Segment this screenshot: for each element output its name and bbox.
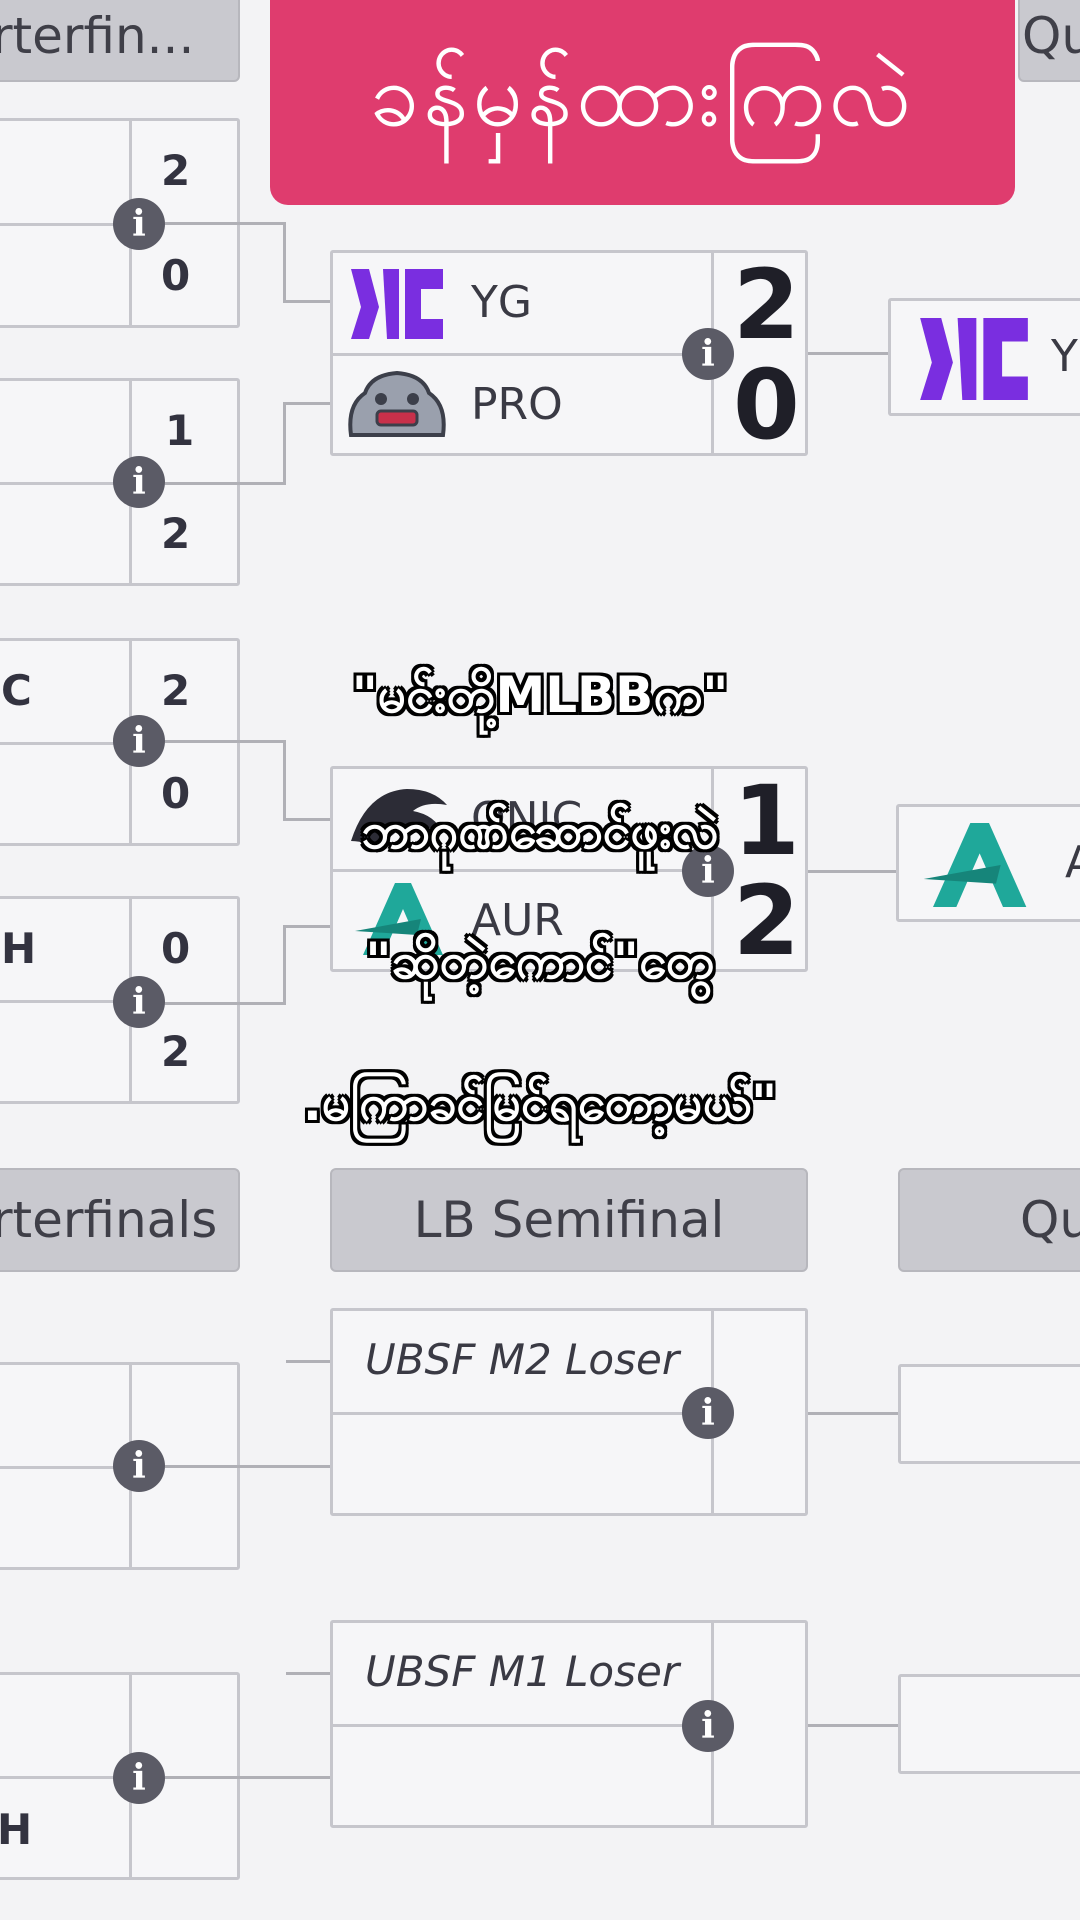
info-icon[interactable]: i bbox=[113, 1752, 165, 1804]
semifinal-2-team-a: ONIC bbox=[471, 793, 583, 844]
quarterfinal-header-left: rterfin... bbox=[0, 0, 240, 82]
semifinal-2-team-b: AUR bbox=[471, 895, 564, 946]
onic-logo-icon bbox=[351, 789, 447, 853]
semifinal-match-1[interactable]: YG PRO 2 0 bbox=[330, 250, 808, 456]
caption-line-1: "မင်းတို့MLBBက" bbox=[351, 666, 729, 724]
right-match-2[interactable]: A bbox=[896, 804, 1080, 922]
semifinal-1-team-a: YG bbox=[471, 277, 532, 328]
left-match-4-score-b: 2 bbox=[161, 1027, 191, 1076]
yg-logo-icon bbox=[920, 318, 1028, 400]
semifinal-2-score-b: 2 bbox=[733, 865, 800, 977]
lb-semifinal-match-1[interactable]: UBSF M2 Loser bbox=[330, 1308, 808, 1516]
info-icon[interactable]: i bbox=[682, 1387, 734, 1439]
caption-line-3: "ဆိုတဲ့ကောင်"တွေ bbox=[365, 932, 715, 990]
yg-logo-icon bbox=[351, 269, 443, 339]
left-match-2-score-a: 1 bbox=[165, 406, 195, 455]
semifinal-1-score-b: 0 bbox=[733, 349, 800, 461]
caption-line-4: .မကြာခင်မြင်ရတော့မယ်" bbox=[302, 1074, 778, 1132]
left-match-4-team-a: H bbox=[1, 924, 37, 973]
quarterfinals-header: rterfinals bbox=[0, 1168, 240, 1272]
left-match-1-score-b: 0 bbox=[161, 251, 191, 300]
semifinal-2-score-a: 1 bbox=[733, 765, 800, 877]
left-match-4-score-a: 0 bbox=[161, 924, 191, 973]
quarterfinal-header-right: Qu bbox=[1018, 0, 1080, 82]
left-lower-match-2-team-b: H bbox=[0, 1805, 33, 1854]
caption-line-2: ဘာဂုဏ်ဆောင်ဖူးလဲ bbox=[361, 802, 719, 860]
info-icon[interactable]: i bbox=[682, 328, 734, 380]
right-match-1[interactable]: Y bbox=[888, 298, 1080, 416]
aur-logo-icon bbox=[923, 823, 1027, 907]
info-icon[interactable]: i bbox=[113, 1440, 165, 1492]
pro-logo-icon bbox=[348, 370, 446, 437]
question-banner: ခန်မှန်ထားကြလဲ bbox=[270, 0, 1015, 205]
info-icon[interactable]: i bbox=[113, 715, 165, 767]
lb-semifinal-2-placeholder: UBSF M1 Loser bbox=[365, 1647, 680, 1696]
aur-logo-icon bbox=[355, 883, 443, 955]
quarterfinal-header-right-lower: Qu bbox=[898, 1168, 1080, 1272]
right-lower-match-1[interactable] bbox=[898, 1364, 1080, 1464]
right-match-1-team: Y bbox=[1051, 331, 1078, 382]
left-match-1-score-a: 2 bbox=[161, 146, 191, 195]
left-match-3-team-a: C bbox=[1, 666, 32, 715]
info-icon[interactable]: i bbox=[113, 976, 165, 1028]
lb-semifinal-match-2[interactable]: UBSF M1 Loser bbox=[330, 1620, 808, 1828]
left-match-3-score-a: 2 bbox=[161, 666, 191, 715]
info-icon[interactable]: i bbox=[113, 198, 165, 250]
left-match-2-score-b: 2 bbox=[161, 509, 191, 558]
info-icon[interactable]: i bbox=[682, 1700, 734, 1752]
lb-semifinal-header: LB Semifinal bbox=[330, 1168, 808, 1272]
right-lower-match-2[interactable] bbox=[898, 1674, 1080, 1774]
left-match-3-score-b: 0 bbox=[161, 769, 191, 818]
semifinal-1-team-b: PRO bbox=[471, 379, 563, 430]
right-match-2-team: A bbox=[1065, 837, 1080, 888]
semifinal-1-score-a: 2 bbox=[733, 249, 800, 361]
info-icon[interactable]: i bbox=[113, 456, 165, 508]
lb-semifinal-1-placeholder: UBSF M2 Loser bbox=[365, 1335, 680, 1384]
info-icon[interactable]: i bbox=[682, 845, 734, 897]
